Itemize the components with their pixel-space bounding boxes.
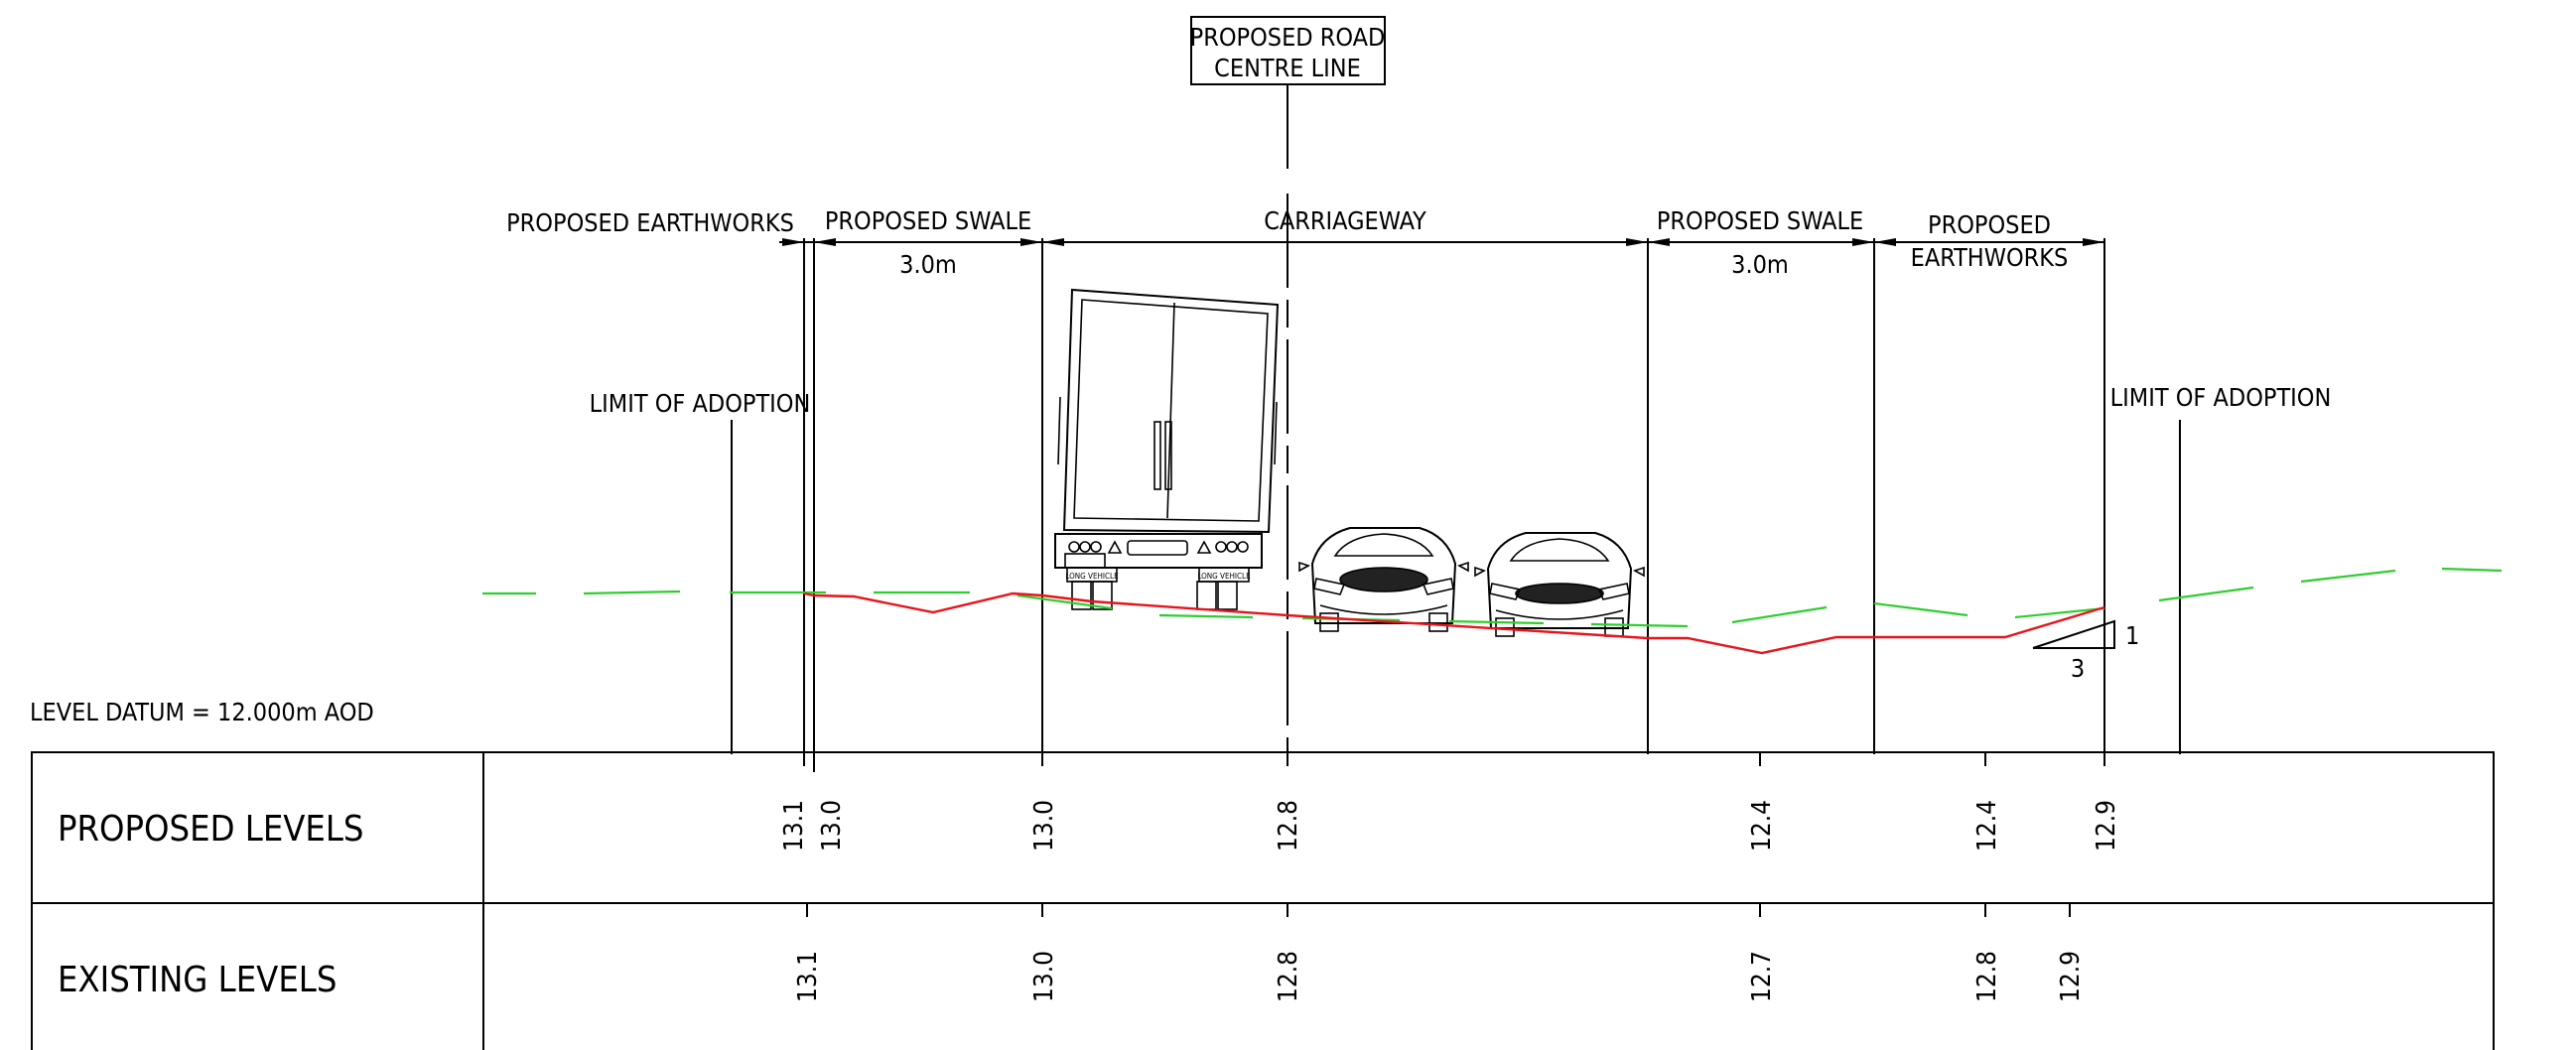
carriageway-label: CARRIAGEWAY <box>1264 206 1426 235</box>
centre-line-label-1: PROPOSED ROAD <box>1190 23 1386 52</box>
lorry-rear-view: LONG VEHICLE LONG VEHICLE <box>1054 288 1280 610</box>
levels-table: PROPOSED LEVELS EXISTING LEVELS 13.1 13.… <box>31 751 2495 1050</box>
swale-right-width: 3.0m <box>1731 250 1789 279</box>
centre-line-label-2: CENTRE LINE <box>1214 54 1361 82</box>
swale-right-label: PROPOSED SWALE <box>1657 206 1863 235</box>
limit-of-adoption-left-label: LIMIT OF ADOPTION <box>590 389 811 418</box>
lorry-plate-right: LONG VEHICLE <box>1197 572 1251 581</box>
proposed-level-7: 12.9 <box>2092 800 2121 852</box>
proposed-level-1: 13.1 <box>779 800 809 852</box>
proposed-profile-line <box>803 591 2105 655</box>
existing-level-5: 12.8 <box>1972 951 2002 1002</box>
car-front-view-2 <box>1474 532 1645 637</box>
proposed-level-5: 12.4 <box>1747 800 1777 852</box>
slope-indicator: 1 3 <box>2032 619 2139 683</box>
proposed-level-4: 12.8 <box>1274 800 1303 852</box>
earthworks-right-label-2: EARTHWORKS <box>1911 243 2069 272</box>
earthworks-left-label: PROPOSED EARTHWORKS <box>506 208 794 237</box>
proposed-level-6: 12.4 <box>1972 800 2002 852</box>
existing-level-4: 12.7 <box>1747 951 1777 1002</box>
swale-left-label: PROPOSED SWALE <box>825 206 1031 235</box>
lorry-plate-left: LONG VEHICLE <box>1065 572 1119 581</box>
extent-lines <box>803 238 2105 772</box>
proposed-level-3: 13.0 <box>1029 800 1059 852</box>
level-datum-label: LEVEL DATUM = 12.000m AOD <box>30 698 374 726</box>
existing-levels-label: EXISTING LEVELS <box>58 960 337 1000</box>
proposed-level-2: 13.0 <box>817 800 847 852</box>
existing-ground-line <box>482 567 2503 628</box>
car-front-view-1 <box>1298 527 1469 632</box>
dimension-line <box>779 238 2104 246</box>
limit-of-adoption-right-label: LIMIT OF ADOPTION <box>2110 383 2332 412</box>
slope-rise: 1 <box>2125 621 2139 650</box>
proposed-levels-label: PROPOSED LEVELS <box>58 809 364 850</box>
centre-line-callout: PROPOSED ROAD CENTRE LINE <box>1190 16 1386 169</box>
earthworks-right-label-1: PROPOSED <box>1928 210 2051 239</box>
swale-left-width: 3.0m <box>899 250 957 279</box>
existing-level-3: 12.8 <box>1274 951 1303 1002</box>
existing-level-6: 12.9 <box>2056 951 2086 1002</box>
slope-run: 3 <box>2071 654 2085 683</box>
existing-level-1: 13.1 <box>793 951 823 1002</box>
existing-level-2: 13.0 <box>1029 951 1059 1002</box>
